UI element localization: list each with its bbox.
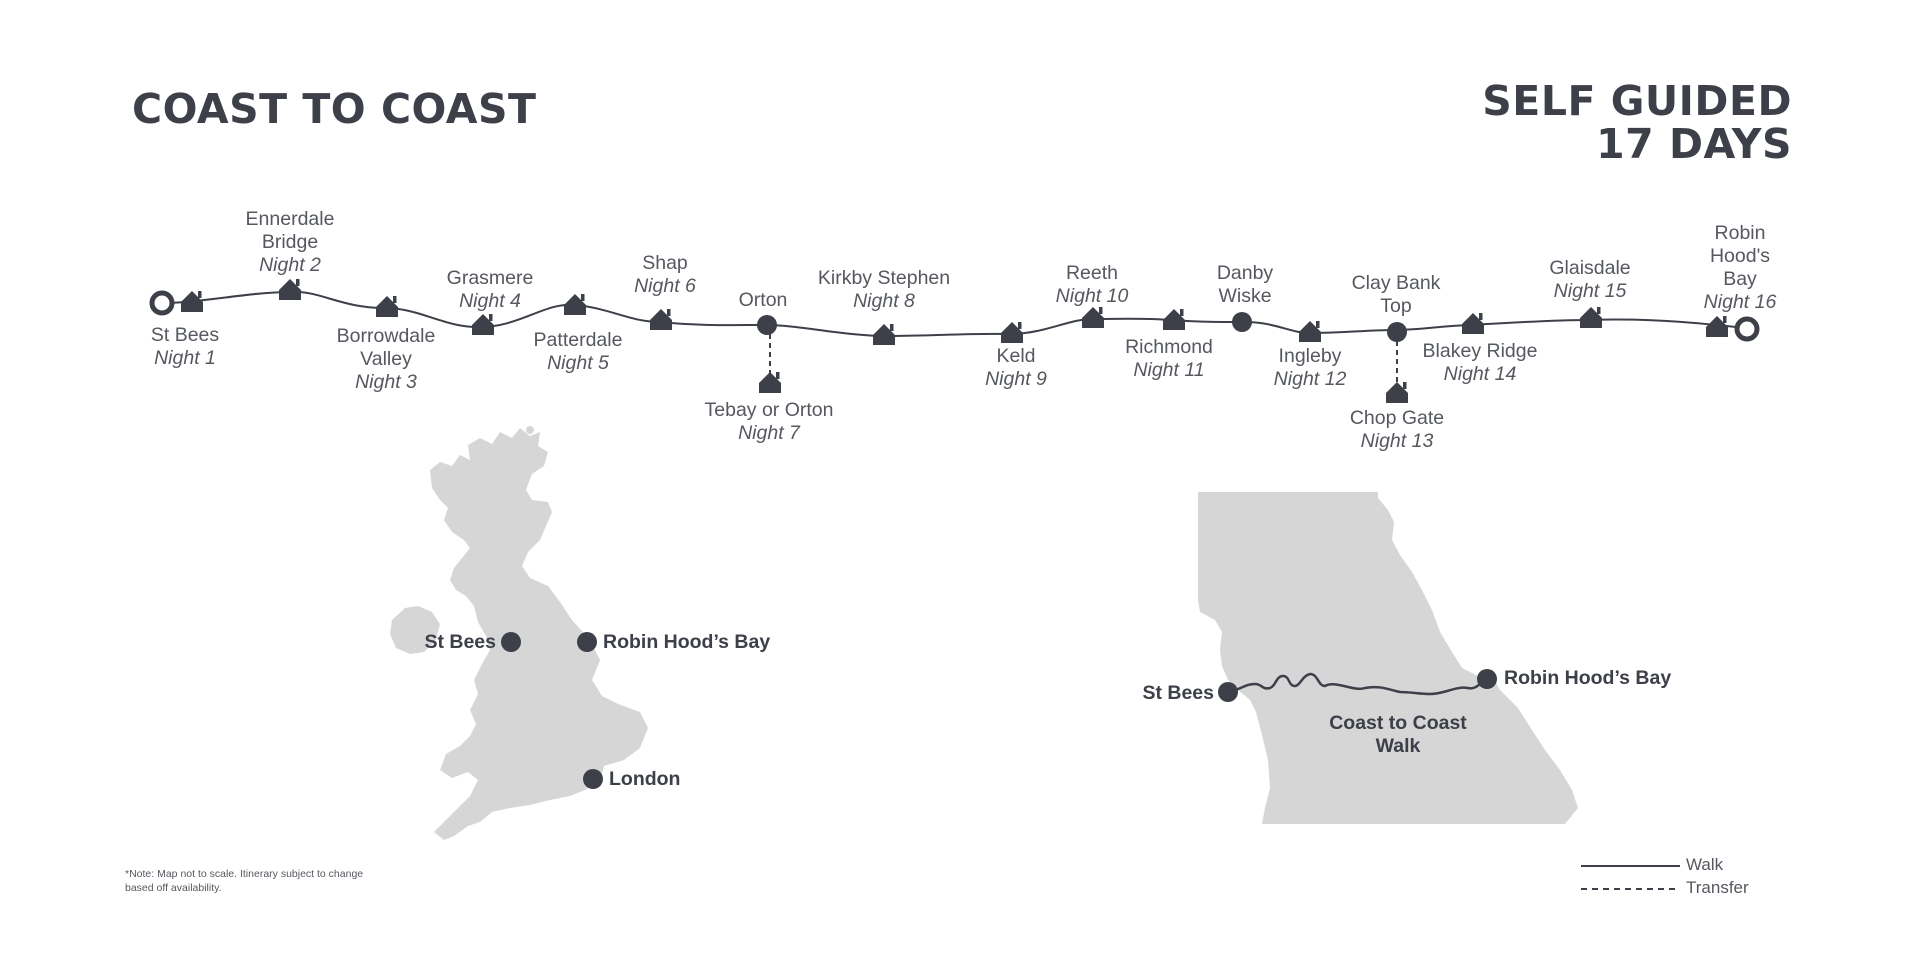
uk-label-london: London [609,768,681,790]
endpoint-ring-icon [1734,316,1760,342]
disclaimer-note: *Note: Map not to scale. Itinerary subje… [125,868,364,894]
stop-label: Danby Wiske [1216,262,1274,307]
legend-transfer-label: Transfer [1686,878,1749,897]
uk-st-bees-dot [501,632,521,652]
walk-route-line [161,290,1746,338]
endpoint-ring-icon [149,290,175,316]
uk-robin-hoods-bay-dot [577,632,597,652]
tour-type: SELF GUIDED [1482,77,1792,125]
region-label-robin-hoods-bay: Robin Hood’s Bay [1504,667,1672,689]
stop-label: Orton [738,289,788,311]
uk-map [390,426,648,840]
legend-walk-label: Walk [1686,855,1724,874]
region-walk-label: Coast to Coast Walk [1329,712,1467,757]
uk-label-robin-hoods-bay: Robin Hood’s Bay [603,631,771,653]
stop-dot-icon [757,315,777,335]
region-robin-hoods-bay-dot [1477,669,1497,689]
stop-dot-icon [1387,322,1407,342]
region-map [1198,492,1578,824]
tour-duration: 17 DAYS [1596,120,1792,168]
region-walk-line [1227,672,1486,696]
uk-london-dot [583,769,603,789]
region-st-bees-dot [1218,682,1238,702]
stop-label: Clay Bank Top [1351,272,1441,317]
region-label-st-bees: St Bees [1142,682,1214,704]
stop-dot-icon [1232,312,1252,332]
tour-summary: SELF GUIDED 17 DAYS [1482,80,1792,166]
uk-label-st-bees: St Bees [424,631,496,653]
page-title: COAST TO COAST [132,85,537,133]
